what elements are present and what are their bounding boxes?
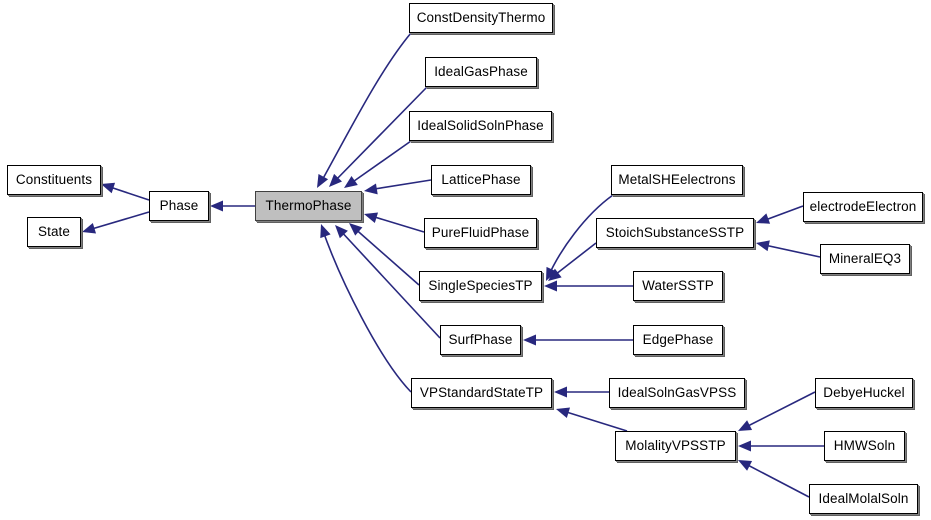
class-node-label: LatticePhase — [441, 172, 521, 188]
class-node-label: MolalityVPSSTP — [625, 438, 726, 454]
class-node-label: SingleSpeciesTP — [428, 278, 533, 294]
edge-mineraleq3-to-stoich — [756, 240, 821, 258]
edge-water-to-singlespecies — [544, 280, 633, 292]
class-node-hmwsoln[interactable]: HMWSoln — [824, 431, 905, 461]
class-node-purefluidphase[interactable]: PureFluidPhase — [424, 218, 537, 248]
class-node-singlespeciestp[interactable]: SingleSpeciesTP — [419, 271, 542, 301]
class-node-latticephase[interactable]: LatticePhase — [431, 165, 531, 195]
class-node-label: IdealMolalSoln — [818, 491, 909, 507]
class-node-constituents[interactable]: Constituents — [7, 165, 101, 195]
class-node-idealsolidsolnphase[interactable]: IdealSolidSolnPhase — [409, 111, 552, 141]
class-node-stoichsubstancesstp[interactable]: StoichSubstanceSSTP — [596, 218, 754, 248]
class-node-label: Phase — [159, 198, 199, 214]
edge-vpstandard-to-thermophase — [320, 224, 412, 393]
edge-electrode-to-stoich — [756, 205, 804, 224]
class-node-mineraleq3[interactable]: MineralEQ3 — [820, 244, 910, 274]
class-node-metalsheelectrons[interactable]: MetalSHEelectrons — [611, 165, 743, 195]
class-node-idealgasphase[interactable]: IdealGasPhase — [425, 57, 537, 87]
class-node-label: WaterSSTP — [642, 278, 714, 294]
class-node-state[interactable]: State — [27, 217, 81, 247]
edge-constdensity-to-thermophase — [317, 32, 412, 188]
edge-edge-to-surf — [523, 334, 633, 346]
edge-lattice-to-thermophase — [364, 179, 432, 195]
class-node-thermophase[interactable]: ThermoPhase — [255, 191, 362, 221]
edge-idealsolngas-to-vpstandard — [554, 386, 609, 398]
class-node-debyehuckel[interactable]: DebyeHuckel — [815, 378, 913, 408]
class-node-idealmolalsoln[interactable]: IdealMolalSoln — [809, 484, 918, 514]
class-node-constdensitythermo[interactable]: ConstDensityThermo — [409, 3, 553, 33]
class-node-molalityvpsstp[interactable]: MolalityVPSSTP — [615, 431, 736, 461]
class-node-label: MetalSHEelectrons — [618, 172, 736, 188]
class-node-label: IdealGasPhase — [434, 64, 528, 80]
edge-idealmolal-to-molality — [738, 460, 810, 498]
class-node-label: Constituents — [15, 172, 93, 188]
class-node-waterssstp[interactable]: WaterSSTP — [633, 271, 723, 301]
class-node-label: electrodeElectron — [809, 199, 917, 215]
class-node-label: IdealSolnGasVPSS — [617, 385, 737, 401]
class-node-label: HMWSoln — [833, 438, 896, 454]
edge-thermophase-to-phase — [210, 200, 255, 212]
class-node-electrodeelectron[interactable]: electrodeElectron — [803, 192, 923, 222]
class-node-label: SurfPhase — [448, 332, 513, 348]
class-node-label: ThermoPhase — [265, 198, 352, 214]
class-node-edgephase[interactable]: EdgePhase — [633, 325, 723, 355]
edge-stoich-to-singlespecies — [548, 242, 597, 281]
class-node-label: DebyeHuckel — [823, 385, 905, 401]
class-node-label: VPStandardStateTP — [419, 385, 544, 401]
class-node-surfphase[interactable]: SurfPhase — [440, 325, 521, 355]
edge-idealsolid-to-thermophase — [344, 140, 412, 188]
class-node-label: StoichSubstanceSSTP — [605, 225, 745, 241]
edge-debyehuckel-to-molality — [738, 391, 816, 431]
class-node-vpstandardstatetp[interactable]: VPStandardStateTP — [411, 378, 552, 408]
edge-hmwsoln-to-molality — [738, 440, 824, 452]
class-node-label: EdgePhase — [642, 332, 714, 348]
edge-phase-to-constituents — [101, 182, 150, 201]
class-node-label: IdealSolidSolnPhase — [417, 118, 544, 134]
class-node-phase[interactable]: Phase — [149, 191, 209, 221]
edge-phase-to-state — [82, 211, 150, 234]
class-node-label: State — [37, 224, 71, 240]
edge-singlespecies-to-thermophase — [349, 223, 420, 286]
class-node-label: ConstDensityThermo — [416, 10, 546, 26]
class-node-label: PureFluidPhase — [431, 225, 530, 241]
class-node-idealsolngasvpss[interactable]: IdealSolnGasVPSS — [609, 378, 745, 408]
edge-purefluid-to-thermophase — [364, 212, 425, 233]
class-node-label: MineralEQ3 — [828, 251, 902, 267]
